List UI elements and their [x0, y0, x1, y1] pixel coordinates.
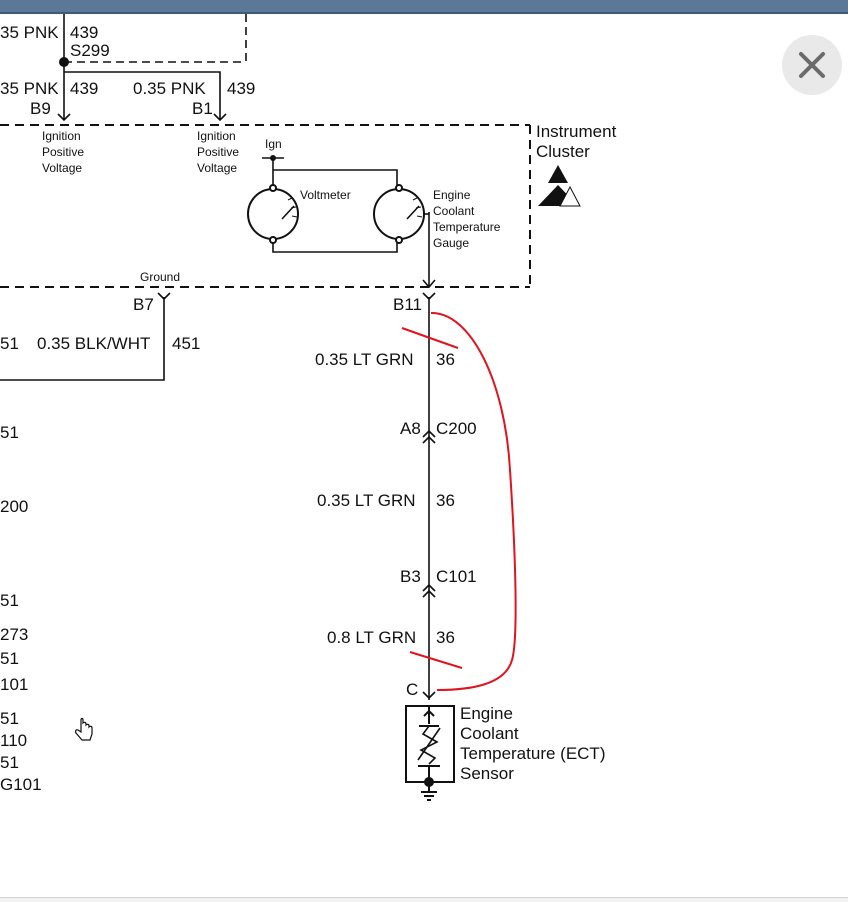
left-edge-label: 51 — [0, 753, 19, 772]
sensor-label-line4: Sensor — [460, 764, 514, 783]
cluster-title-line1: Instrument — [536, 122, 617, 141]
top-circuit-number: 439 — [70, 23, 98, 42]
red-annotation — [401, 311, 517, 691]
pin-b9: B9 — [30, 99, 51, 118]
bottom-border — [0, 897, 848, 902]
gauge-wiring — [262, 157, 436, 289]
close-button[interactable] — [782, 35, 842, 95]
splice-node — [59, 57, 69, 67]
ground-left-circuit: 51 — [0, 334, 19, 353]
ign-right-line3: Voltage — [197, 161, 237, 175]
pin-b7: B7 — [133, 295, 154, 314]
ect-sensor-symbol — [405, 705, 455, 801]
pin-c: C — [406, 680, 418, 699]
right-circuit-number: 439 — [227, 79, 255, 98]
conn1-pin: A8 — [400, 419, 421, 438]
close-icon — [799, 52, 825, 78]
gauge-label-line3: Temperature — [433, 220, 501, 234]
ign-label: Ign — [265, 137, 282, 151]
ign-left-line1: Ignition — [42, 129, 81, 143]
cluster-title-line2: Cluster — [536, 142, 590, 161]
ign-left-line2: Positive — [42, 145, 84, 159]
sensor-wiring — [422, 292, 436, 700]
gauge-label-line2: Coolant — [433, 204, 475, 218]
splice-label: S299 — [70, 41, 110, 60]
gauge-label-line4: Gauge — [433, 236, 469, 250]
seg3-circuit: 36 — [436, 628, 455, 647]
coolant-temp-gauge — [373, 184, 425, 244]
ground-circuit-number: 451 — [172, 334, 200, 353]
left-edge-label: 51 — [0, 649, 19, 668]
ground-wiring — [0, 292, 171, 381]
window-title-bar — [0, 0, 848, 12]
seg2-wire-color: 0.35 LT GRN — [317, 491, 416, 510]
sensor-label-line2: Coolant — [460, 724, 519, 743]
ground-wire-color: 0.35 BLK/WHT — [37, 334, 150, 353]
left-edge-label: 101 — [0, 675, 28, 694]
hand-pointer-icon — [75, 717, 93, 741]
conn2-pin: B3 — [400, 567, 421, 586]
ign-right-line2: Positive — [197, 145, 239, 159]
seg2-circuit: 36 — [436, 491, 455, 510]
voltmeter — [247, 184, 299, 244]
conn1-label: C200 — [436, 419, 477, 438]
left-edge-label: 110 — [0, 731, 27, 750]
seg1-wire-color: 0.35 LT GRN — [315, 350, 414, 369]
title-bar-divider — [0, 12, 848, 14]
ground-label: Ground — [140, 270, 180, 284]
instrument-cluster-box — [0, 124, 531, 288]
left-edge-label: G101 — [0, 775, 42, 794]
sensor-label-line1: Engine — [460, 704, 513, 723]
right-wire-color: 0.35 PNK — [133, 79, 206, 98]
gauge-label-line1: Engine — [433, 188, 471, 202]
left-edge-label: 51 — [0, 709, 19, 728]
seg1-circuit: 36 — [436, 350, 455, 369]
conn2-label: C101 — [436, 567, 477, 586]
annotation-arc — [430, 311, 517, 691]
left-edge-label: 200 — [0, 497, 28, 516]
esd-warning-icon — [538, 165, 581, 207]
ign-right-line1: Ignition — [197, 129, 236, 143]
pin-b1: B1 — [192, 99, 213, 118]
left-circuit-number: 439 — [70, 79, 98, 98]
sensor-label-line3: Temperature (ECT) — [460, 744, 605, 763]
pin-b11: B11 — [393, 295, 422, 314]
left-wire-color: 35 PNK — [0, 79, 59, 98]
annotation-tick-bottom — [409, 651, 463, 669]
seg3-wire-color: 0.8 LT GRN — [327, 628, 416, 647]
left-edge-label: 51 — [0, 423, 19, 442]
top-wire-color: 35 PNK — [0, 23, 59, 42]
left-edge-label: 273 — [0, 625, 28, 644]
voltmeter-label: Voltmeter — [300, 188, 351, 202]
annotation-tick-top — [401, 327, 459, 349]
left-edge-label: 51 — [0, 591, 19, 610]
ign-left-line3: Voltage — [42, 161, 82, 175]
